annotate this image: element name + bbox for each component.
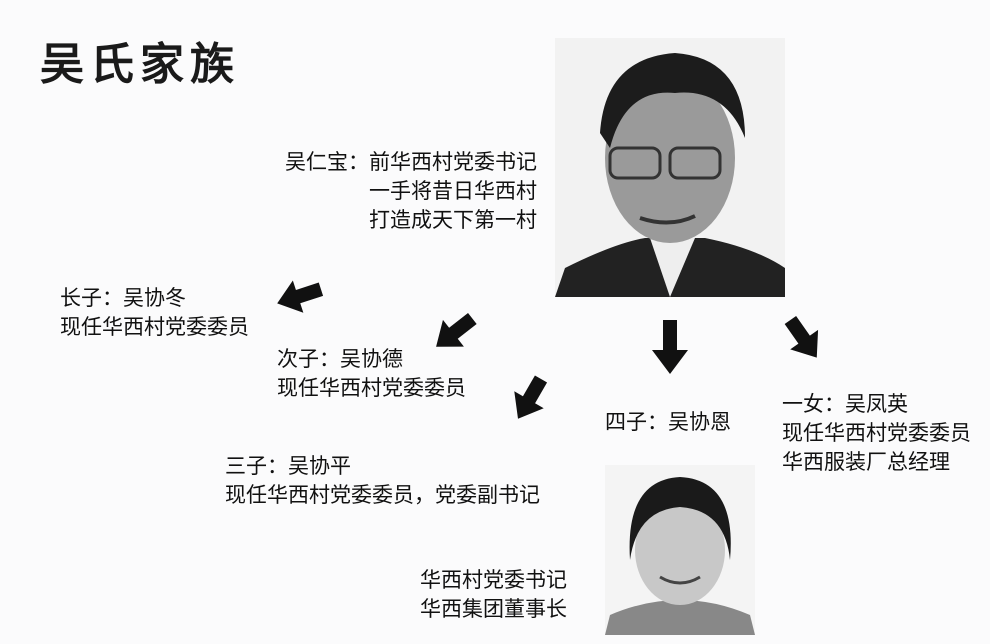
arrow-to-eldest-son-icon [277,280,324,313]
patriarch-photo [555,38,785,297]
arrow-to-fourth-son-icon [652,320,688,374]
caption-line: 三子：吴协平 [225,454,351,478]
caption-line: 次子：吴协德 [277,347,403,371]
person-silhouette-icon [605,465,755,635]
caption-line: 华西村党委书记 [420,568,567,592]
caption-line: 长子：吴协冬 [60,286,186,310]
caption-line: 现任华西村党委委员，党委副书记 [225,483,540,507]
caption-line: 现任华西村党委委员 [60,315,249,339]
caption-line: 现任华西村党委委员 [277,376,466,400]
successor-caption: 华西村党委书记 华西集团董事长 [420,566,567,624]
caption-line: 一女：吴凤英 [782,392,908,416]
caption-line: 现任华西村党委委员 [782,421,971,445]
child-caption-daughter: 一女：吴凤英 现任华西村党委委员 华西服装厂总经理 [782,390,971,477]
caption-line: 华西集团董事长 [420,597,567,621]
successor-photo [605,465,755,635]
arrow-to-third-son-icon [514,375,548,419]
arrow-to-daughter-icon [784,315,819,358]
patriarch-caption: 吴仁宝：前华西村党委书记 一手将昔日华西村 打造成天下第一村 [262,148,537,235]
child-caption-fourth-son: 四子：吴协恩 [605,408,731,437]
person-silhouette-icon [555,38,785,297]
diagram-title: 吴氏家族 [40,39,240,90]
caption-line: 四子：吴协恩 [605,410,731,434]
patriarch-line: 打造成天下第一村 [369,208,537,232]
child-caption-third-son: 三子：吴协平 现任华西村党委委员，党委副书记 [225,452,540,510]
child-caption-second-son: 次子：吴协德 现任华西村党委委员 [277,345,466,403]
patriarch-line: 吴仁宝：前华西村党委书记 [285,150,537,174]
child-caption-eldest-son: 长子：吴协冬 现任华西村党委委员 [60,284,249,342]
patriarch-line: 一手将昔日华西村 [369,179,537,203]
arrow-to-second-son-icon [436,312,477,347]
caption-line: 华西服装厂总经理 [782,450,950,474]
